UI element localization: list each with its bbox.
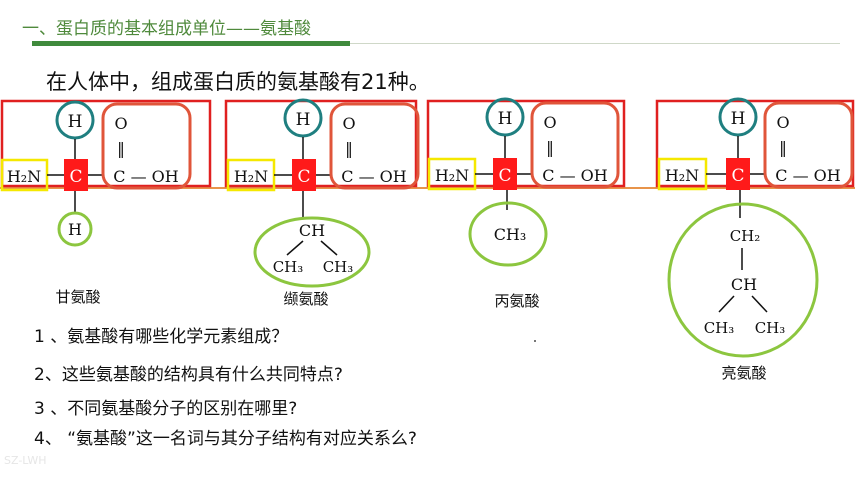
c-atom: C [731,166,744,186]
r-group-line: CH₂ [730,227,761,245]
carboxyl-group: C — OH [341,167,407,186]
central-carbon [726,158,750,190]
h-atom: H [731,109,746,129]
o-atom: O [342,114,355,133]
carboxyl-highlight-box [329,102,420,190]
h-atom: H [498,109,513,129]
o-atom: O [776,113,789,132]
r-group-line: CH [731,275,757,294]
h-highlight-circle [485,97,525,137]
carboxyl-group: C — OH [775,166,841,185]
carboxyl-group: C — OH [113,167,179,186]
amino-acid-name: 甘氨酸 [55,288,100,306]
h-highlight-circle [55,100,95,140]
question-4: 4、 “氨基酸”这一名词与其分子结构有对应关系么? [34,429,417,449]
question-1: 1 、氨基酸有哪些化学元素组成？ [34,327,289,347]
double-bond: ‖ [117,139,125,158]
r-group-line: CH₃ [323,258,354,276]
amino-acid-name: 亮氨酸 [721,364,766,382]
central-carbon [493,158,517,190]
r-group-line: CH [299,221,325,240]
r-group-line: CH₃ [494,225,527,244]
bond-line [320,240,338,256]
r-group-line: CH₃ [704,319,735,337]
amino-acid-leucine: H C H₂N O ‖ C — OH CH₂ CH CH₃ CH₃ 亮氨酸 [655,97,855,382]
amino-acid-valine: H C H₂N O ‖ C — OH CH CH₃ CH₃ 缬氨酸 [224,98,420,308]
h-highlight-circle [283,98,323,138]
double-bond: ‖ [779,138,787,157]
h-highlight-circle [718,97,758,137]
title-underline-accent [32,41,350,46]
title-underline-rule [350,43,840,44]
amine-group: H₂N [435,166,469,185]
structure-frame [224,99,418,188]
double-bond: ‖ [546,138,554,157]
bond-line [286,240,304,256]
c-atom: C [297,167,310,187]
h-atom: H [296,110,311,130]
amine-group: H₂N [7,167,41,186]
r-group-line: H [68,220,82,239]
r-group-line: CH₃ [755,319,786,337]
r-group-circle [468,201,548,267]
carboxyl-highlight-box [763,101,854,189]
h-atom: H [68,112,83,132]
c-atom: C [498,166,511,186]
amino-acid-name: 丙氨酸 [494,292,539,310]
stray-dot [534,340,536,342]
question-3: 3 、不同氨基酸分子的区别在哪里? [34,399,298,419]
central-carbon [292,159,316,191]
slide-title: 一、蛋白质的基本组成单位——氨基酸 [22,19,311,39]
carboxyl-highlight-box [530,101,620,189]
central-carbon [64,159,88,191]
c-atom: C [69,167,82,187]
r-group-circle [667,202,819,358]
intro-sentence: 在人体中，组成蛋白质的氨基酸有21种。 [46,70,430,94]
amino-acid-glycine: H C H₂N O ‖ C — OH H 甘氨酸 [0,99,212,306]
r-group-circle [253,216,371,288]
amino-acid-name: 缬氨酸 [283,290,328,308]
structure-frame [0,99,212,188]
r-group-line: CH₃ [273,258,304,276]
amine-group: H₂N [665,166,699,185]
double-bond: ‖ [345,139,353,158]
bond-line [718,295,735,313]
bond-line [751,295,768,313]
watermark: SZ-LWH [4,454,47,467]
amino-acid-alanine: H C H₂N O ‖ C — OH CH₃ 丙氨酸 [426,97,626,310]
carboxyl-highlight-box [101,102,192,190]
amine-group: H₂N [234,167,268,186]
o-atom: O [114,114,127,133]
structure-frame [426,99,626,188]
question-2: 2、这些氨基酸的结构具有什么共同特点? [34,365,343,385]
r-group-circle [57,211,93,247]
o-atom: O [543,113,556,132]
carboxyl-group: C — OH [542,166,608,185]
